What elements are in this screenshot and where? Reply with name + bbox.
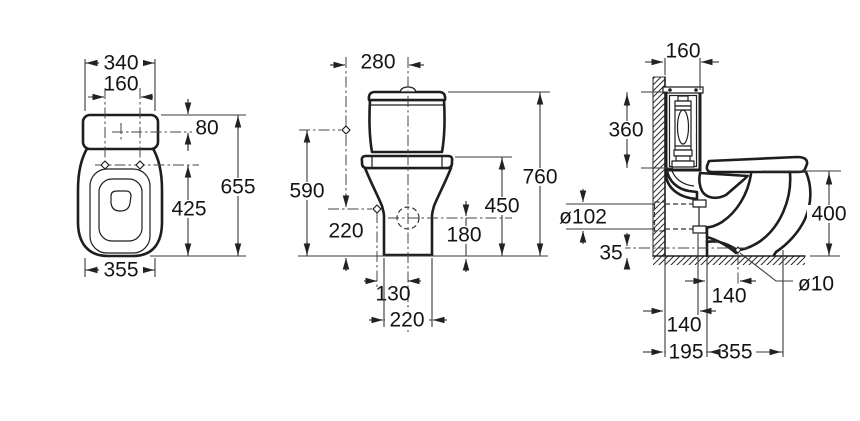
top-view-body-outline xyxy=(76,113,164,258)
dim-top-base-width: 355 xyxy=(103,259,138,282)
outlet-clamp-top xyxy=(692,199,707,208)
dim-top-overall-length: 655 xyxy=(220,176,255,199)
dim-side-outlet-clearance: 35 xyxy=(599,242,622,265)
dim-top-cistern-width: 340 xyxy=(103,52,138,75)
flush-valve-mechanism xyxy=(671,95,695,168)
floor-hatch xyxy=(653,256,805,265)
dim-top-bolt-spacing: 160 xyxy=(103,73,138,96)
front-view-centerlines xyxy=(299,57,512,332)
bowl-front-profile xyxy=(772,170,812,257)
dim-side-rim-height: 400 xyxy=(811,203,846,226)
bowl-rear-bracket xyxy=(698,171,750,200)
dim-side-outlet-to-hole: 140 xyxy=(711,285,746,308)
dim-front-outlet-height: 180 xyxy=(446,224,481,247)
top-view-seat-opening xyxy=(98,178,143,242)
dim-front-cistern-width: 280 xyxy=(360,51,395,74)
base-under-curve xyxy=(705,235,738,255)
side-view-seat xyxy=(705,155,809,174)
dim-side-wall-clearance: 195 xyxy=(668,341,703,364)
dim-front-base-width: 220 xyxy=(389,309,424,332)
dim-side-outlet-diameter: ø102 xyxy=(559,206,607,229)
dim-front-overall-height: 760 xyxy=(522,166,557,189)
dim-front-inlet-height: 590 xyxy=(289,180,324,203)
lid-bolt-right xyxy=(694,88,698,92)
side-view: 160 360 ø102 35 400 ø10 xyxy=(559,40,851,364)
bolt-marker-right xyxy=(135,160,145,170)
front-view-pedestal xyxy=(363,166,453,257)
bolt-marker-left xyxy=(100,160,110,170)
dim-top-bowl-length: 425 xyxy=(171,198,206,221)
dim-side-cistern-depth: 160 xyxy=(665,40,700,63)
top-view: 340 160 80 425 655 xyxy=(76,52,260,282)
dim-side-base-depth: 355 xyxy=(717,341,752,364)
lid-bolt-left xyxy=(668,88,672,92)
front-view-cistern xyxy=(368,98,446,154)
outlet-clamp-bottom xyxy=(692,225,707,234)
side-view-cistern-lid xyxy=(662,86,704,94)
dim-front-rim-height: 450 xyxy=(484,195,519,218)
top-view-flush-hole xyxy=(110,190,132,212)
front-view-outline xyxy=(298,86,548,257)
dim-side-cistern-height: 360 xyxy=(608,119,643,142)
front-view-cistern-lid xyxy=(367,90,447,102)
front-view-dimensions: 280 590 220 760 450 xyxy=(285,51,562,332)
flush-elbow xyxy=(664,169,699,201)
bowl-inner-front-curve xyxy=(735,171,792,252)
top-view-centerlines xyxy=(95,88,199,170)
dim-front-inlet-offset: 130 xyxy=(375,283,410,306)
inlet-marker-side xyxy=(372,204,382,214)
dim-front-side-inlet-height: 220 xyxy=(328,220,363,243)
dim-side-wall-to-outlet: 140 xyxy=(666,314,701,337)
front-view-rim xyxy=(360,154,454,170)
side-view-dimensions: 160 360 ø102 35 400 ø10 xyxy=(559,40,851,364)
top-view-dimensions: 340 160 80 425 655 xyxy=(84,52,260,282)
dim-side-fixing-hole: ø10 xyxy=(798,273,834,296)
dim-top-inlet-setback: 80 xyxy=(195,117,218,140)
wall-hatch xyxy=(653,77,665,256)
inlet-marker-top xyxy=(341,125,351,135)
front-view: 280 590 220 760 450 xyxy=(285,51,562,332)
side-view-outline xyxy=(653,86,812,258)
outlet-through-wall xyxy=(653,201,666,232)
